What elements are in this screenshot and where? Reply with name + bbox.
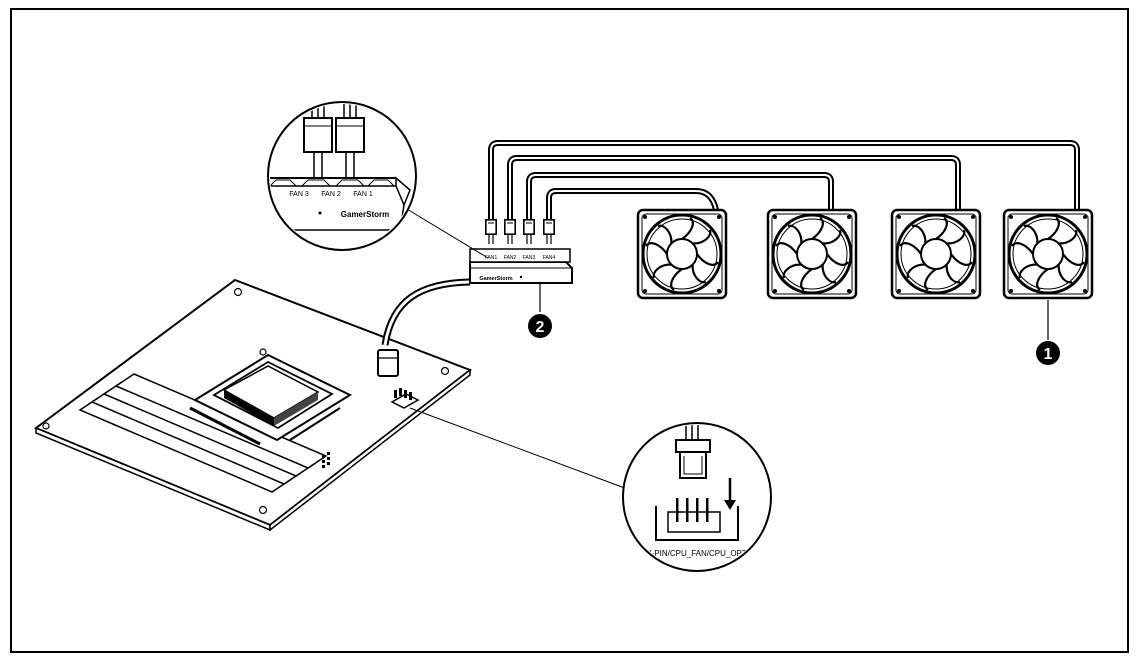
header-label: 4-PIN/CPU_FAN/CPU_OPT — [647, 549, 747, 558]
hub-zoom-inset: FAN 3 FAN 2 FAN 1 GamerStorm — [267, 101, 489, 259]
fans — [636, 208, 1094, 340]
zoom-port-label-fan2: FAN 2 — [321, 191, 341, 198]
fan-icon — [890, 208, 982, 300]
callout-2: 2 — [528, 314, 552, 338]
hub-to-board-cable — [377, 278, 471, 377]
cpu-socket — [189, 353, 353, 446]
hub-port-label-2: FAN2 — [504, 255, 517, 261]
zoom-port-label-fan3: FAN 3 — [289, 191, 309, 198]
hub-port-label-3: FAN3 — [523, 255, 536, 261]
zoom-brand-label: GamerStorm — [341, 210, 389, 219]
hub-port-label-4: FAN4 — [543, 255, 556, 261]
zoom-port-label-fan1: FAN 1 — [353, 191, 373, 198]
motherboard — [33, 278, 473, 532]
header-zoom-inset: 4-PIN/CPU_FAN/CPU_OPT — [409, 407, 772, 572]
hub-port-label-1: FAN1 — [485, 255, 498, 261]
fan-icon — [1002, 208, 1094, 300]
fan-icon — [636, 208, 728, 300]
hub-plugs — [485, 219, 555, 244]
board-fan-header — [390, 388, 420, 409]
fan-cables — [488, 140, 1080, 222]
callout-1: 1 — [1036, 341, 1060, 365]
ram-slots — [78, 373, 328, 493]
fan-hub: FAN1 FAN2 FAN3 FAN4 GamerStorm — [469, 248, 573, 312]
fan-icon — [766, 208, 858, 300]
callout-2-number: 2 — [536, 319, 545, 336]
hub-brand-label: GamerStorm — [479, 276, 512, 282]
callout-1-number: 1 — [1044, 346, 1053, 363]
